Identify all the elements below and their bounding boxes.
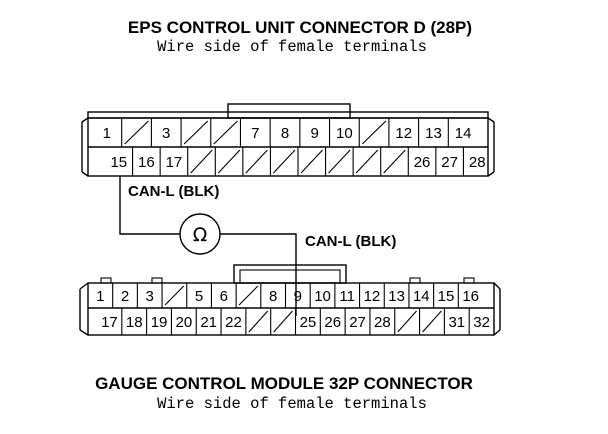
- terminal-number: 7: [251, 125, 259, 142]
- terminal-number: 13: [388, 288, 405, 305]
- unused-cavity-slash: [422, 310, 442, 333]
- ohm-symbol: Ω: [193, 224, 208, 246]
- terminal-number: 15: [438, 288, 455, 305]
- eps-connector-housing: [81, 103, 495, 177]
- unused-cavity-slash: [355, 149, 379, 174]
- unused-cavity-slash: [273, 310, 293, 333]
- terminal-number: 3: [146, 288, 154, 305]
- top-wire-label: CAN-L (BLK): [128, 183, 219, 200]
- terminal-number: 12: [395, 125, 412, 142]
- top-connector-subtitle: Wire side of female terminals: [157, 38, 427, 56]
- terminal-number: 28: [469, 154, 486, 171]
- terminal-number: 17: [166, 154, 183, 171]
- unused-cavity-slash: [248, 310, 269, 333]
- unused-cavity-slash: [124, 120, 149, 145]
- terminal-number: 8: [281, 125, 289, 142]
- terminal-number: 14: [455, 125, 472, 142]
- unused-cavity-slash: [213, 120, 238, 145]
- terminal-number: 20: [176, 314, 193, 331]
- terminal-number: 10: [314, 288, 331, 305]
- terminal-number: 12: [364, 288, 381, 305]
- unused-cavity-slash: [245, 149, 268, 174]
- terminal-number: 14: [413, 288, 430, 305]
- terminal-number: 9: [311, 125, 319, 142]
- bottom-wire-label: CAN-L (BLK): [305, 233, 396, 250]
- unused-cavity-slash: [238, 285, 259, 306]
- top-connector-title: EPS CONTROL UNIT CONNECTOR D (28P): [128, 18, 472, 37]
- ohmmeter-icon: Ω: [179, 213, 221, 255]
- terminal-number: 2: [121, 288, 129, 305]
- terminal-number: 17: [101, 314, 118, 331]
- unused-cavity-slash: [273, 149, 296, 174]
- unused-cavity-slash: [190, 149, 213, 174]
- terminal-number: 1: [103, 125, 111, 142]
- terminal-number: 26: [414, 154, 431, 171]
- terminal-number: 32: [473, 314, 490, 331]
- terminal-number: 27: [441, 154, 458, 171]
- unused-cavity-slash: [361, 120, 387, 145]
- unused-cavity-slash: [300, 149, 323, 174]
- terminal-number: 28: [374, 314, 391, 331]
- unused-cavity-slash: [217, 149, 241, 174]
- terminal-number: 21: [200, 314, 217, 331]
- gauge-connector-housing: [79, 264, 501, 336]
- terminal-number: 3: [162, 125, 170, 142]
- bottom-connector-title: GAUGE CONTROL MODULE 32P CONNECTOR: [95, 374, 473, 393]
- unused-cavity-slash: [183, 120, 209, 145]
- terminal-number: 16: [138, 154, 155, 171]
- unused-cavity-slash: [164, 285, 185, 306]
- terminal-number: 1: [96, 288, 104, 305]
- terminal-number: 27: [349, 314, 366, 331]
- terminal-number: 26: [324, 314, 341, 331]
- terminal-number: 31: [448, 314, 465, 331]
- unused-cavity-slash: [397, 310, 417, 333]
- gauge-connector-row2: 17 18 19 20 21 22 25 26 27 28 31 32: [101, 308, 490, 335]
- unused-cavity-slash: [383, 149, 406, 174]
- terminal-number: 8: [269, 288, 277, 305]
- unused-cavity-slash: [328, 149, 351, 174]
- terminal-number: 10: [336, 125, 353, 142]
- terminal-number: 16: [462, 288, 479, 305]
- terminal-number: 13: [425, 125, 442, 142]
- eps-connector-row2: 15 16 17 26 27 28: [110, 147, 486, 176]
- terminal-number: 15: [110, 154, 127, 171]
- terminal-number: 11: [339, 288, 355, 305]
- terminal-number: 6: [220, 288, 228, 305]
- terminal-number: 22: [225, 314, 242, 331]
- terminal-number: 18: [126, 314, 143, 331]
- terminal-number: 19: [151, 314, 168, 331]
- terminal-number: 5: [195, 288, 203, 305]
- bottom-connector-subtitle: Wire side of female terminals: [157, 395, 427, 413]
- terminal-number: 9: [294, 288, 302, 305]
- terminal-number: 25: [300, 314, 317, 331]
- can-l-wire: [119, 176, 297, 316]
